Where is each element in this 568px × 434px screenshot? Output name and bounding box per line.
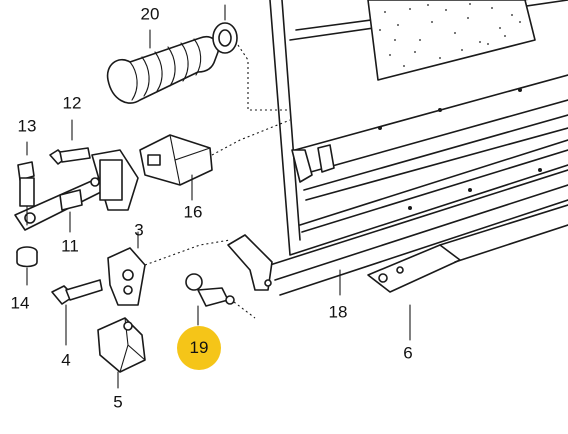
callout-20: 20 (140, 4, 160, 24)
callout-12: 12 (62, 93, 82, 113)
bolt-part-4 (51, 279, 103, 346)
callout-11: 11 (61, 236, 79, 256)
callout-14: 14 (10, 293, 30, 313)
callout-5: 5 (113, 392, 123, 412)
callout-16: 16 (183, 202, 203, 222)
callout-6: 6 (403, 343, 413, 363)
highlighted-callout-19[interactable]: 19 (177, 326, 221, 370)
callout-18: 18 (328, 302, 348, 322)
buffer-part-5 (97, 317, 146, 389)
bolt-part-13 (17, 141, 35, 226)
stud-part-19 (185, 273, 256, 326)
rubber-boot-part-20 (106, 4, 290, 111)
bolt-part-12 (49, 119, 91, 165)
rail-part-6 (367, 204, 568, 341)
cap-part-14 (16, 246, 38, 286)
window-texture (379, 3, 521, 67)
door-panel (227, 0, 568, 296)
hinge-bracket-part-3 (107, 231, 231, 306)
callout-3: 3 (134, 220, 144, 240)
callout-13: 13 (17, 116, 37, 136)
check-strap-part-11 (14, 149, 139, 233)
door-check-housing-part-16 (139, 119, 291, 201)
callout-4: 4 (61, 350, 71, 370)
